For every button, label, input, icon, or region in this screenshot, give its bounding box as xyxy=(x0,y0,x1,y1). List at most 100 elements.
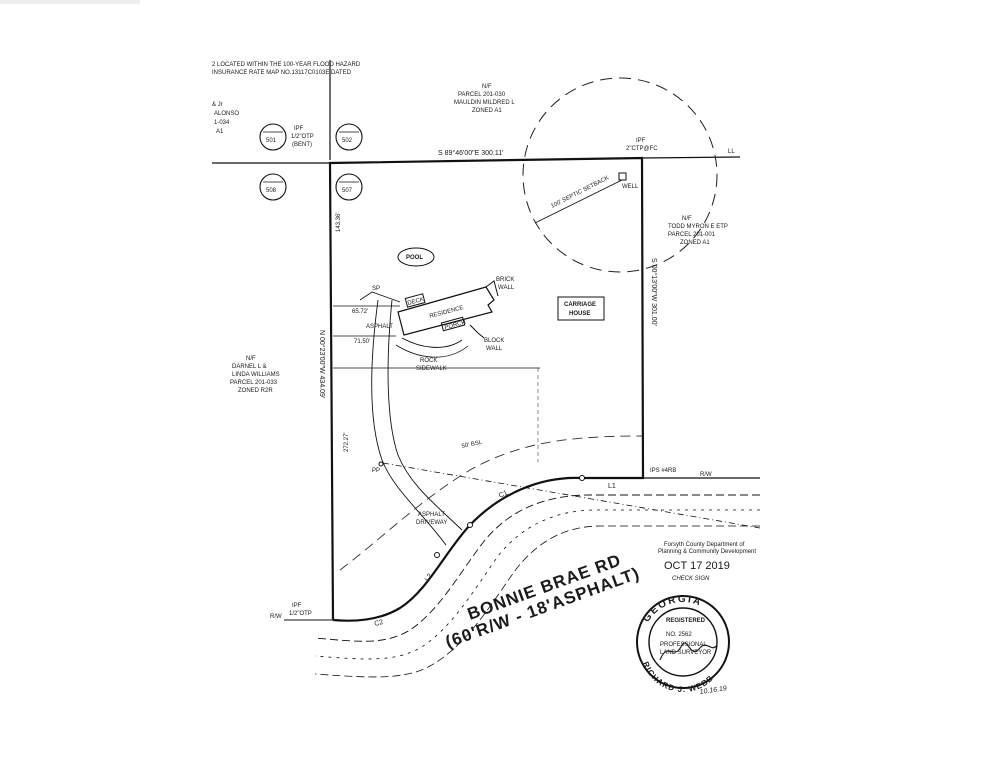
north-adjoiner-nf: N/F xyxy=(482,84,492,90)
septic-setback-label: 100' SEPTIC SETBACK xyxy=(550,175,610,209)
residence-label: RESIDENCE xyxy=(429,305,464,320)
west-lower-distance: 272.27' xyxy=(344,433,350,453)
driveway-l1: ASPHALT xyxy=(418,512,445,518)
block-wall xyxy=(469,324,485,339)
west-adjoiner-owner2: LINDA WILLIAMS xyxy=(232,372,280,378)
block-wall-l1: BLOCK xyxy=(484,338,504,344)
road-edge-2 xyxy=(314,494,760,642)
seal-profession-l2: LAND SURVEYOR xyxy=(660,650,712,656)
block-wall-l2: WALL xyxy=(486,346,503,352)
dimension-2: 71.50' xyxy=(354,339,370,345)
rock-sidewalk-outer xyxy=(395,344,469,358)
rock-sidewalk-l1: ROCK xyxy=(420,358,437,364)
stamp-date: OCT 17 2019 xyxy=(664,560,730,572)
stamp-dept-l1: Forsyth County Department of xyxy=(664,542,745,548)
well-label: WELL xyxy=(622,184,639,190)
deck xyxy=(404,293,426,308)
dimension-1: 65.72' xyxy=(352,309,368,315)
surveyor-seal: GEORGIA RICHARD J. WEBB REGISTERED NO. 2… xyxy=(636,594,730,696)
driveway-edge-right xyxy=(387,299,463,531)
carriage-house xyxy=(557,296,605,321)
boundary-road-frontage xyxy=(332,476,583,622)
nw-adjoiner-l1: & Jr xyxy=(212,102,223,108)
north-adjoiner-parcel: PARCEL 201-030 xyxy=(458,92,506,98)
land-lot-marker-502: 502 xyxy=(335,123,363,151)
west-adjoiner-parcel: PARCEL 201-033 xyxy=(230,380,278,386)
rock-sidewalk-l2: SIDEWALK xyxy=(416,366,447,372)
flood-note-line2: INSURANCE RATE MAP NO.13117C0103E DATED xyxy=(212,70,352,76)
power-pole xyxy=(378,461,384,467)
sp-label: SP xyxy=(372,286,380,292)
brick-wall xyxy=(485,280,499,297)
bsl-label: 50' BSL xyxy=(461,440,483,450)
curve-point-2 xyxy=(467,522,473,528)
scan-artifact xyxy=(0,0,140,4)
pool-label: POOL xyxy=(406,255,423,261)
property-boundary xyxy=(328,156,645,621)
seal-number: NO. 2562 xyxy=(666,632,692,638)
curve-l1: L1 xyxy=(608,483,616,490)
asphalt-pad xyxy=(359,291,401,303)
east-adjoiner-zoning: ZONED A1 xyxy=(680,240,710,246)
flood-note-line1: 2 LOCATED WITHIN THE 100-YEAR FLOOD HAZA… xyxy=(212,62,361,68)
west-adjoiner-owner1: DARNEL L & xyxy=(232,364,267,370)
septic-setback-radius xyxy=(534,179,623,224)
rw-west-label: R/W xyxy=(270,614,282,620)
west-adjoiner-zoning: ZONED R2R xyxy=(238,388,273,394)
ne-corner-l1: IPF xyxy=(636,138,646,144)
north-bearing: S 89°46'00"E 300.11' xyxy=(438,149,503,157)
nw-adjoiner-l2: ALONSO xyxy=(214,111,239,117)
ne-corner-l2: 2"CTP@FC xyxy=(626,146,658,152)
land-lot-501: 501 xyxy=(266,138,277,144)
porch xyxy=(440,316,466,332)
driveway-edge-left xyxy=(371,299,447,546)
west-upper-distance: 143.36' xyxy=(336,213,342,233)
stamp-dept-l2: Planning & Community Development xyxy=(658,549,756,555)
seal-date: 10.16.19 xyxy=(699,685,727,696)
east-bearing: S 00°13'00"W 301.00' xyxy=(650,258,658,326)
carriage-house-l1: CARRIAGE xyxy=(564,302,596,308)
seal-profession-l1: PROFESSIONAL xyxy=(660,642,707,648)
pool-outline xyxy=(397,247,435,267)
asphalt-label: ASPHALT xyxy=(366,324,393,330)
surveyor-signature xyxy=(659,642,717,661)
ll-label: LL xyxy=(728,149,735,155)
curve-c2: C2 xyxy=(374,619,385,628)
utility-line xyxy=(382,462,761,529)
rock-sidewalk xyxy=(401,337,463,348)
east-adjoiner-owner: TODD MYRON E ETP xyxy=(668,224,728,230)
land-lot-marker-501: 501 xyxy=(259,123,287,151)
rw-east-label: R/W xyxy=(700,472,712,478)
porch-label: PORCH xyxy=(444,320,466,331)
land-lot-line-east-ext xyxy=(641,156,741,159)
curve-l2: L2 xyxy=(424,573,434,583)
land-lot-marker-507: 507 xyxy=(335,173,363,201)
nw-corner-l3: (BENT) xyxy=(292,142,312,148)
land-lot-502: 502 xyxy=(342,138,353,144)
deck-label: DECK xyxy=(407,297,425,307)
west-adjoiner-nf: N/F xyxy=(246,356,256,362)
carriage-house-l2: HOUSE xyxy=(569,311,590,317)
seal-registered: REGISTERED xyxy=(666,618,706,624)
sw-corner-l2: 1/2"OTP xyxy=(289,611,312,617)
sw-corner-l1: IPF xyxy=(292,603,302,609)
curve-c1: C1 xyxy=(498,490,509,500)
land-lot-508: 508 xyxy=(266,188,277,194)
stamp-initials: CHECK SIGN xyxy=(672,576,710,582)
west-bearing: N 00°23'00"W 434.09' xyxy=(318,330,326,398)
building-setback-line xyxy=(339,435,644,571)
se-corner-label: IPS #4RB xyxy=(650,468,676,474)
nw-adjoiner-l3: 1-034 xyxy=(214,120,230,126)
septic-setback-circle xyxy=(522,77,718,273)
nw-corner-l2: 1/2"OTP xyxy=(291,134,314,140)
curve-point-3 xyxy=(434,552,440,558)
nw-corner-l1: IPF xyxy=(294,126,304,132)
brick-wall-l1: BRICK xyxy=(496,277,514,283)
curve-point-1 xyxy=(579,475,585,481)
well-symbol xyxy=(618,172,627,181)
brick-wall-l2: WALL xyxy=(498,285,515,291)
land-lot-marker-508: 508 xyxy=(259,173,287,201)
land-lot-507: 507 xyxy=(342,188,353,194)
east-adjoiner-parcel: PARCEL 201-001 xyxy=(668,232,716,238)
